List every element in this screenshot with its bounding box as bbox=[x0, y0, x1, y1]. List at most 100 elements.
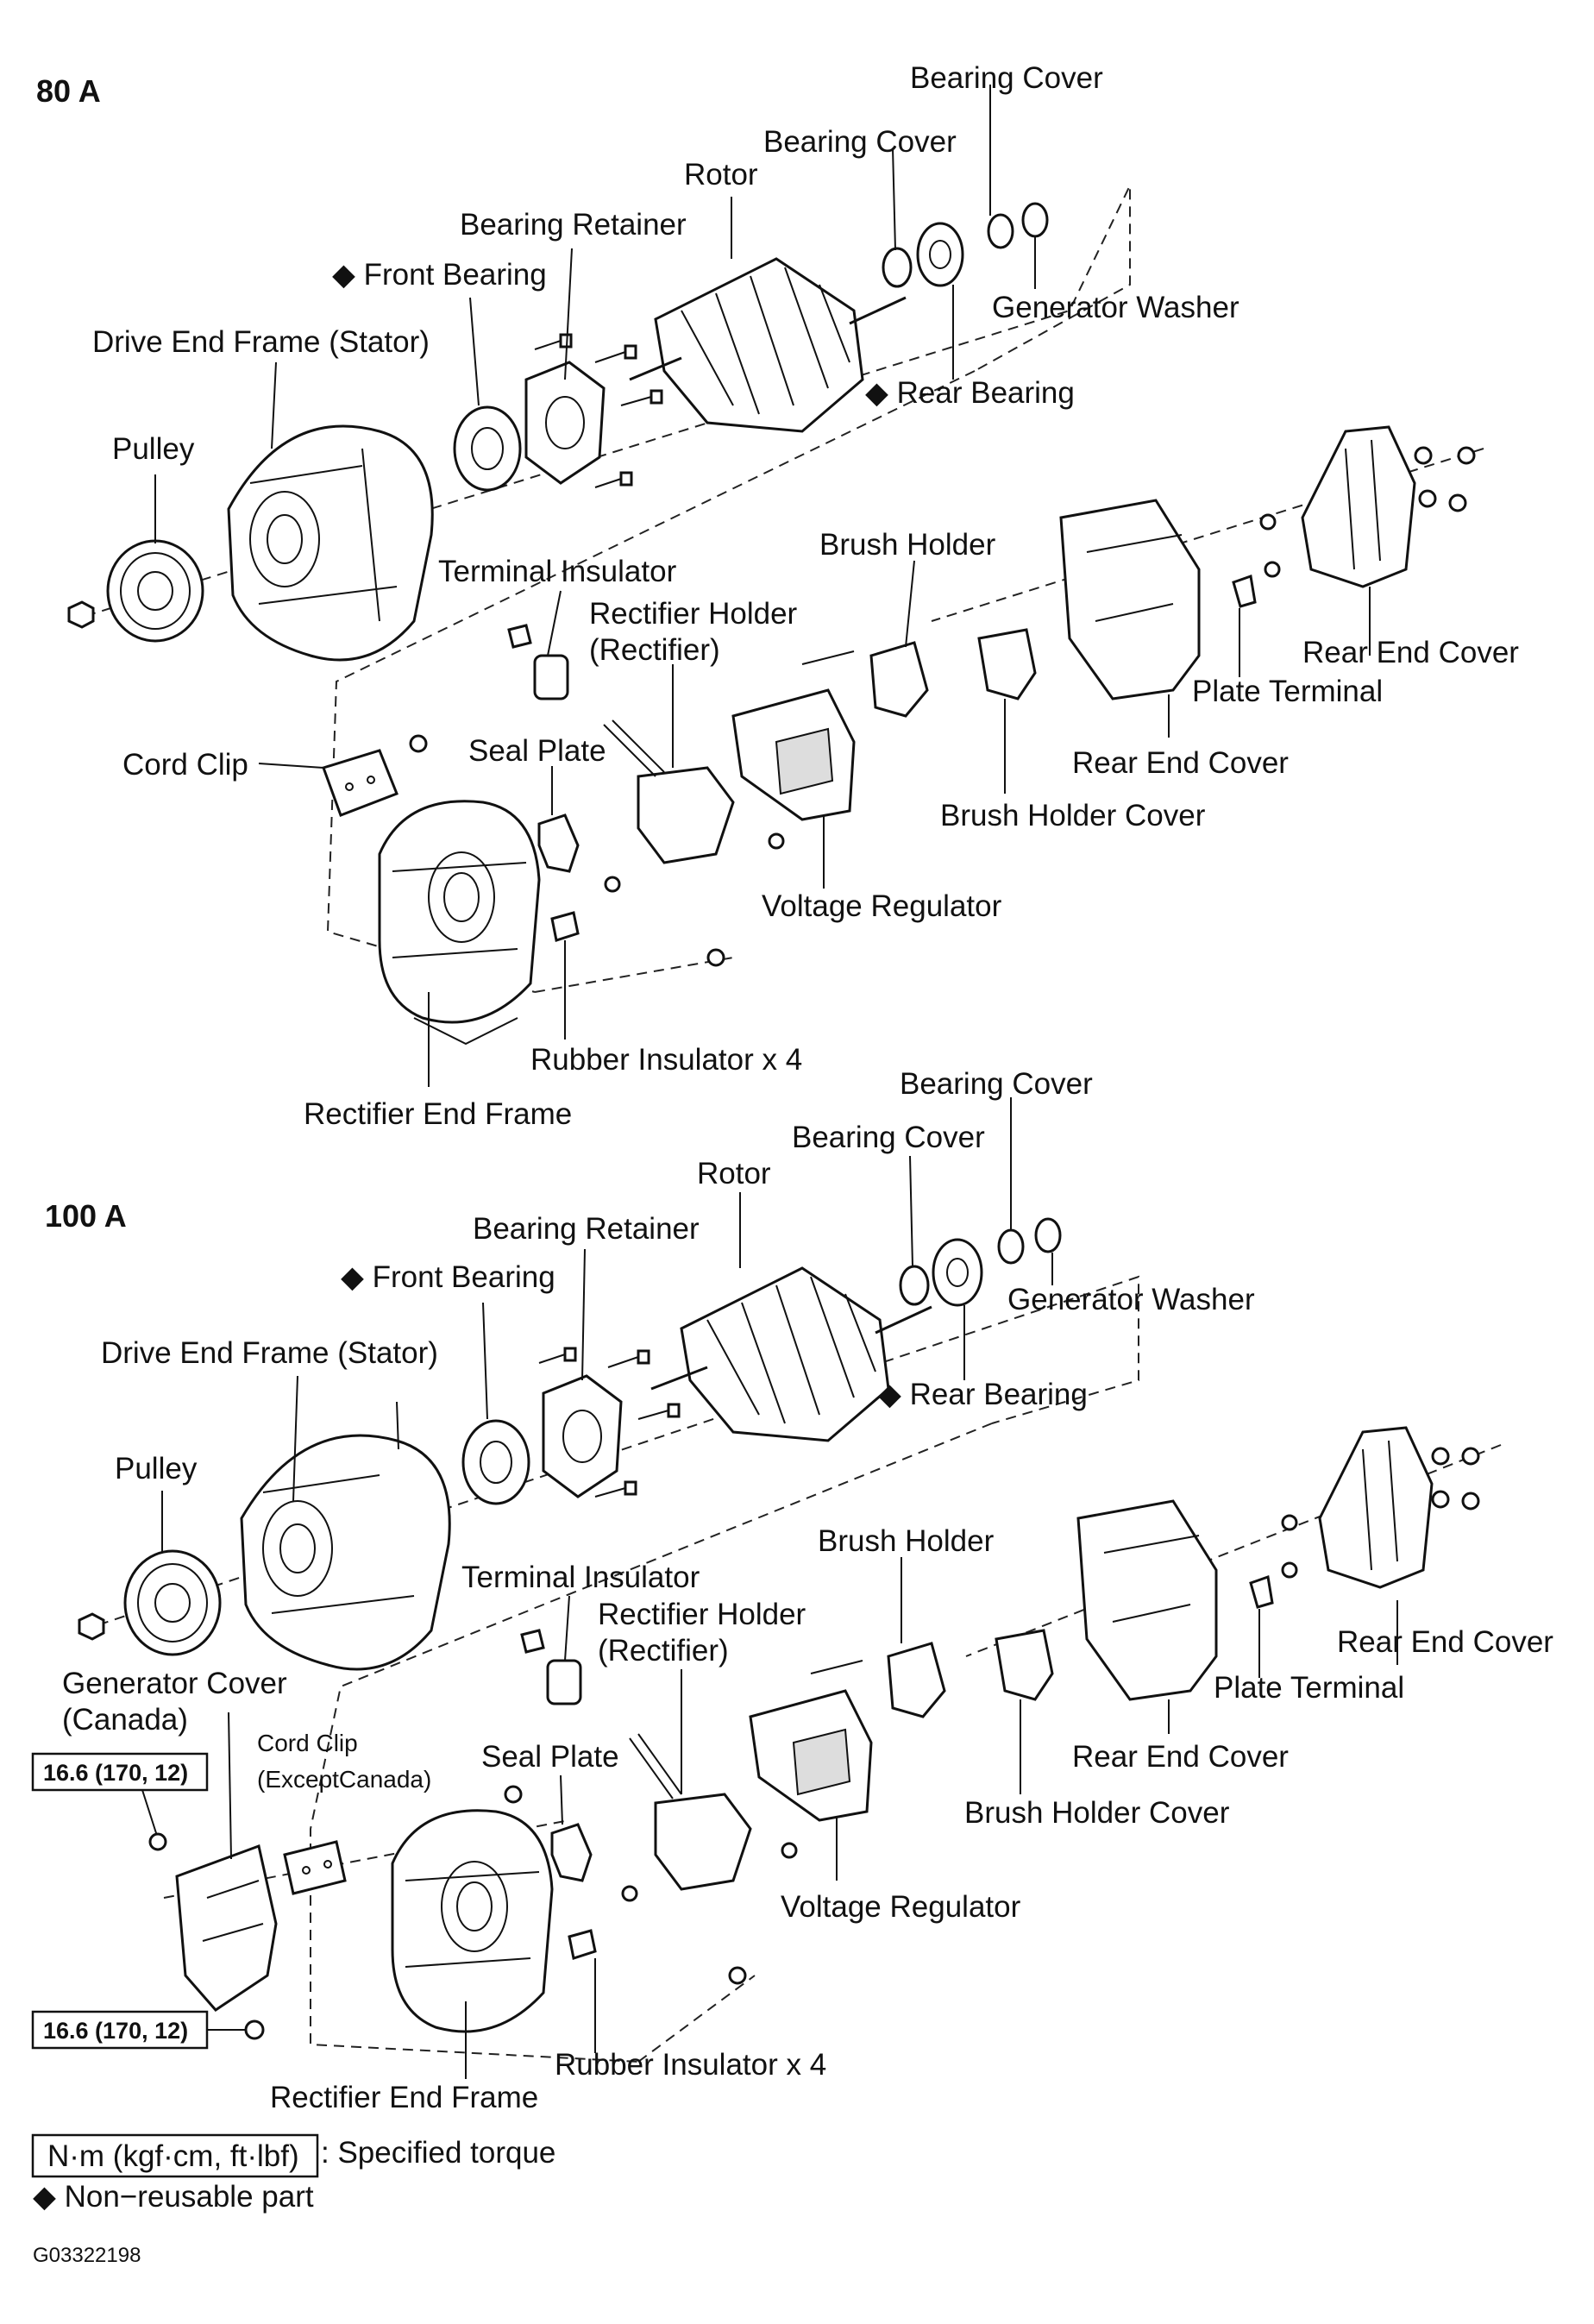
drive-end-frame-part bbox=[227, 424, 434, 662]
label-rectifier-holder: Rectifier Holder bbox=[598, 1598, 806, 1631]
label-voltage-regulator: Voltage Regulator bbox=[762, 889, 1002, 923]
torque-value-lower: 16.6 (170, 12) bbox=[43, 2018, 188, 2044]
assembly-axis-line bbox=[637, 1975, 756, 2063]
label-cord-clip: Cord Clip bbox=[122, 748, 248, 782]
label-rear-end-cover-top: Rear End Cover bbox=[1337, 1625, 1553, 1659]
leader-lines bbox=[154, 85, 1371, 1087]
torque-legend-box bbox=[31, 2133, 319, 2178]
torque-desc-label: : Specified torque bbox=[321, 2136, 555, 2170]
rear-end-cover-part bbox=[1059, 499, 1201, 700]
label-front-bearing: ◆ Front Bearing bbox=[332, 258, 547, 292]
bearing-retainer-part bbox=[542, 1374, 623, 1498]
terminal-insulator-part bbox=[520, 1629, 582, 1705]
label-generator-washer: Generator Washer bbox=[1007, 1283, 1255, 1316]
brush-holder-part bbox=[810, 1642, 946, 1718]
label-generator-cover: Generator Cover bbox=[62, 1667, 287, 1700]
section-100a: 100 A bbox=[31, 1067, 1553, 2114]
assembly-axis-line bbox=[310, 1423, 993, 2063]
label-rectifier-holder-sub: (Rectifier) bbox=[589, 633, 720, 667]
label-brush-holder: Brush Holder bbox=[819, 528, 996, 562]
brush-holder-cover-part bbox=[995, 1629, 1054, 1701]
label-rubber-insulator: Rubber Insulator x 4 bbox=[555, 2048, 826, 2082]
bearing-cover-inner-part bbox=[882, 247, 913, 288]
brush-holder-part bbox=[801, 641, 929, 718]
plate-terminal-part bbox=[1232, 574, 1257, 608]
voltage-regulator-part bbox=[731, 688, 856, 821]
voltage-regulator-part bbox=[749, 1689, 873, 1822]
label-terminal-insulator: Terminal Insulator bbox=[461, 1561, 700, 1594]
drive-end-frame-part bbox=[240, 1401, 451, 1671]
bearing-cover-outer-part bbox=[987, 213, 1014, 249]
label-rear-bearing: ◆ Rear Bearing bbox=[878, 1378, 1088, 1411]
label-voltage-regulator: Voltage Regulator bbox=[781, 1890, 1021, 1924]
leader-lines bbox=[161, 1097, 1398, 2079]
label-bearing-retainer: Bearing Retainer bbox=[473, 1212, 700, 1246]
rectifier-holder-part bbox=[629, 1733, 752, 1891]
terminal-insulator-part bbox=[507, 624, 569, 700]
label-pulley: Pulley bbox=[115, 1452, 198, 1485]
pulley-part bbox=[78, 1549, 222, 1656]
label-generator-cover-sub: (Canada) bbox=[62, 1703, 188, 1737]
label-brush-holder-cover: Brush Holder Cover bbox=[940, 799, 1206, 832]
screws bbox=[538, 1347, 681, 1498]
section-title: 80 A bbox=[36, 73, 101, 109]
label-generator-washer: Generator Washer bbox=[992, 291, 1239, 324]
bearing-retainer-part bbox=[524, 361, 606, 485]
figure-code: G03322198 bbox=[33, 2244, 141, 2267]
cord-clip-part bbox=[283, 1840, 347, 1895]
rear-bearing-part bbox=[932, 1238, 983, 1307]
label-rear-end-cover: Rear End Cover bbox=[1072, 1740, 1289, 1774]
rear-bearing-part bbox=[916, 222, 964, 287]
rear-end-cover-top-part bbox=[1318, 1426, 1434, 1589]
seal-plate-part bbox=[537, 813, 580, 873]
label-rectifier-holder-sub: (Rectifier) bbox=[598, 1634, 729, 1668]
label-cord-clip-sub: (ExceptCanada) bbox=[257, 1766, 431, 1793]
torque-box-upper: 16.6 (170, 12) bbox=[31, 1752, 209, 1851]
label-bearing-cover-inner: Bearing Cover bbox=[792, 1121, 985, 1154]
section-title: 100 A bbox=[45, 1198, 127, 1234]
label-bearing-retainer: Bearing Retainer bbox=[460, 208, 687, 242]
non-reusable-label: ◆ Non−reusable part bbox=[33, 2180, 314, 2214]
label-rear-end-cover-top: Rear End Cover bbox=[1302, 636, 1519, 669]
label-brush-holder-cover: Brush Holder Cover bbox=[964, 1796, 1230, 1830]
label-bearing-cover-outer: Bearing Cover bbox=[900, 1067, 1093, 1101]
label-pulley: Pulley bbox=[112, 432, 195, 466]
nuts bbox=[409, 446, 1476, 967]
label-rotor: Rotor bbox=[684, 158, 758, 192]
label-rear-end-cover: Rear End Cover bbox=[1072, 746, 1289, 780]
assembly-axis-line bbox=[326, 370, 976, 993]
rectifier-holder-part bbox=[603, 719, 735, 864]
rear-end-cover-top-part bbox=[1301, 425, 1416, 588]
section-80a: 80 A bbox=[36, 61, 1519, 1131]
screws bbox=[534, 333, 663, 488]
torque-value-upper: 16.6 (170, 12) bbox=[43, 1760, 188, 1786]
pulley-part bbox=[67, 539, 204, 643]
label-drive-end-frame: Drive End Frame (Stator) bbox=[92, 325, 430, 359]
rubber-insulator-part bbox=[568, 1929, 597, 1960]
label-rubber-insulator: Rubber Insulator x 4 bbox=[530, 1043, 802, 1077]
label-plate-terminal: Plate Terminal bbox=[1214, 1671, 1404, 1705]
label-brush-holder: Brush Holder bbox=[818, 1524, 995, 1558]
label-rectifier-holder: Rectifier Holder bbox=[589, 597, 798, 631]
brush-holder-cover-part bbox=[977, 628, 1037, 700]
rectifier-end-frame-part bbox=[391, 1809, 554, 2033]
front-bearing-part bbox=[453, 405, 522, 492]
legend: N·m (kgf·cm, ft·lbf) : Specified torque … bbox=[31, 2133, 555, 2267]
rotor-part bbox=[629, 257, 907, 433]
label-seal-plate: Seal Plate bbox=[468, 734, 606, 768]
torque-box-lower: 16.6 (170, 12) bbox=[31, 2010, 265, 2050]
bearing-cover-inner-part bbox=[899, 1265, 930, 1306]
label-cord-clip: Cord Clip bbox=[257, 1730, 358, 1756]
label-plate-terminal: Plate Terminal bbox=[1192, 675, 1383, 708]
rear-end-cover-part bbox=[1076, 1499, 1218, 1701]
generator-cover-part bbox=[175, 1843, 278, 2012]
label-seal-plate: Seal Plate bbox=[481, 1740, 619, 1774]
label-rear-bearing: ◆ Rear Bearing bbox=[865, 376, 1075, 410]
rotor-part bbox=[650, 1266, 932, 1442]
label-rotor: Rotor bbox=[697, 1157, 771, 1190]
label-bearing-cover-outer: Bearing Cover bbox=[910, 61, 1103, 95]
label-front-bearing: ◆ Front Bearing bbox=[341, 1260, 555, 1294]
rectifier-end-frame-part bbox=[378, 800, 541, 1046]
cord-clip-part bbox=[322, 749, 398, 817]
